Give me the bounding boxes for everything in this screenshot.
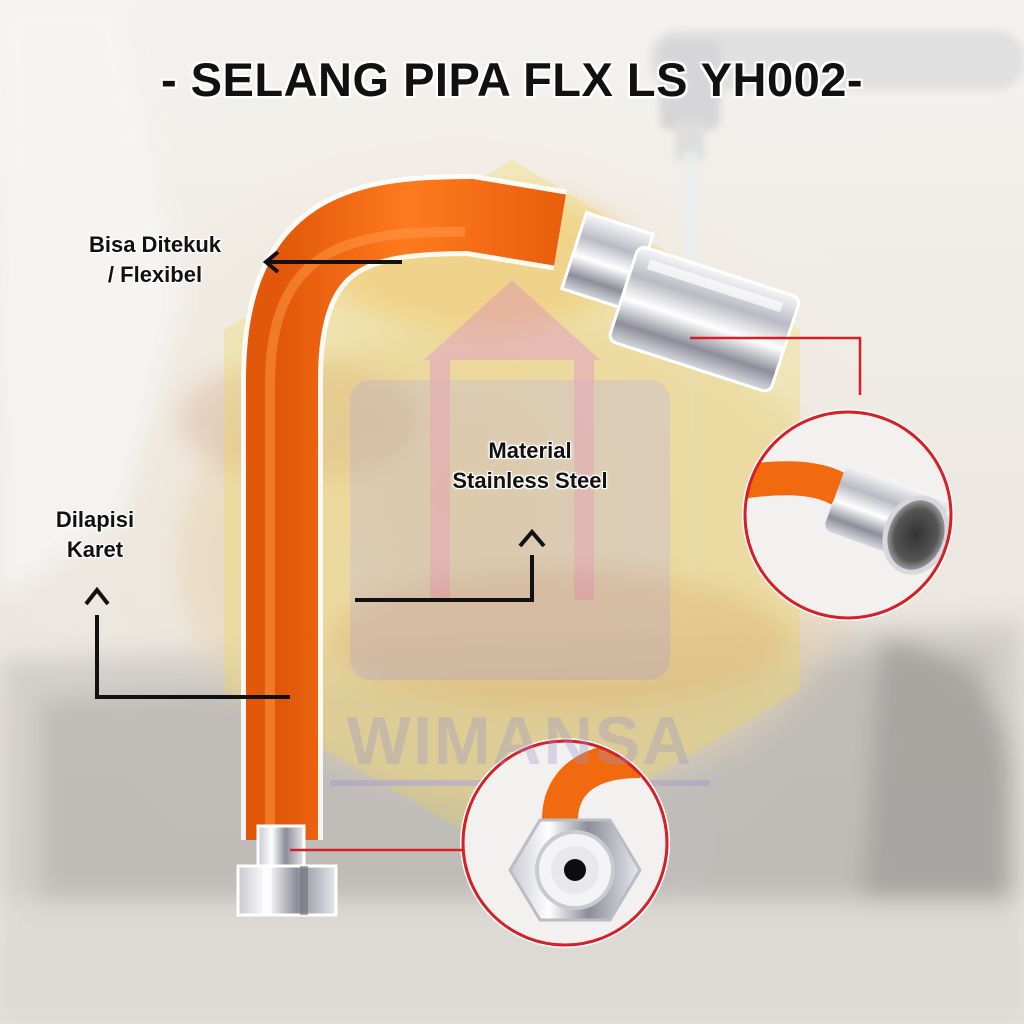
label-material: Material Stainless Steel <box>410 436 650 496</box>
label-coating: Dilapisi Karet <box>20 505 170 565</box>
label-flexible-line2: / Flexibel <box>107 262 203 287</box>
label-material-line2: Stainless Steel <box>452 468 608 493</box>
watermark-text: WIMANSA <box>346 703 694 779</box>
label-material-line1: Material <box>488 438 572 463</box>
hose-product <box>236 173 801 917</box>
zoom-hex-nut <box>460 738 670 948</box>
label-coating-line1: Dilapisi <box>55 507 135 532</box>
zoom-aerator <box>742 409 954 621</box>
page-title: - SELANG PIPA FLX LS YH002- <box>160 53 864 106</box>
label-coating-line2: Karet <box>66 537 124 562</box>
label-flexible: Bisa Ditekuk / Flexibel <box>40 230 270 290</box>
label-flexible-line1: Bisa Ditekuk <box>88 232 222 257</box>
